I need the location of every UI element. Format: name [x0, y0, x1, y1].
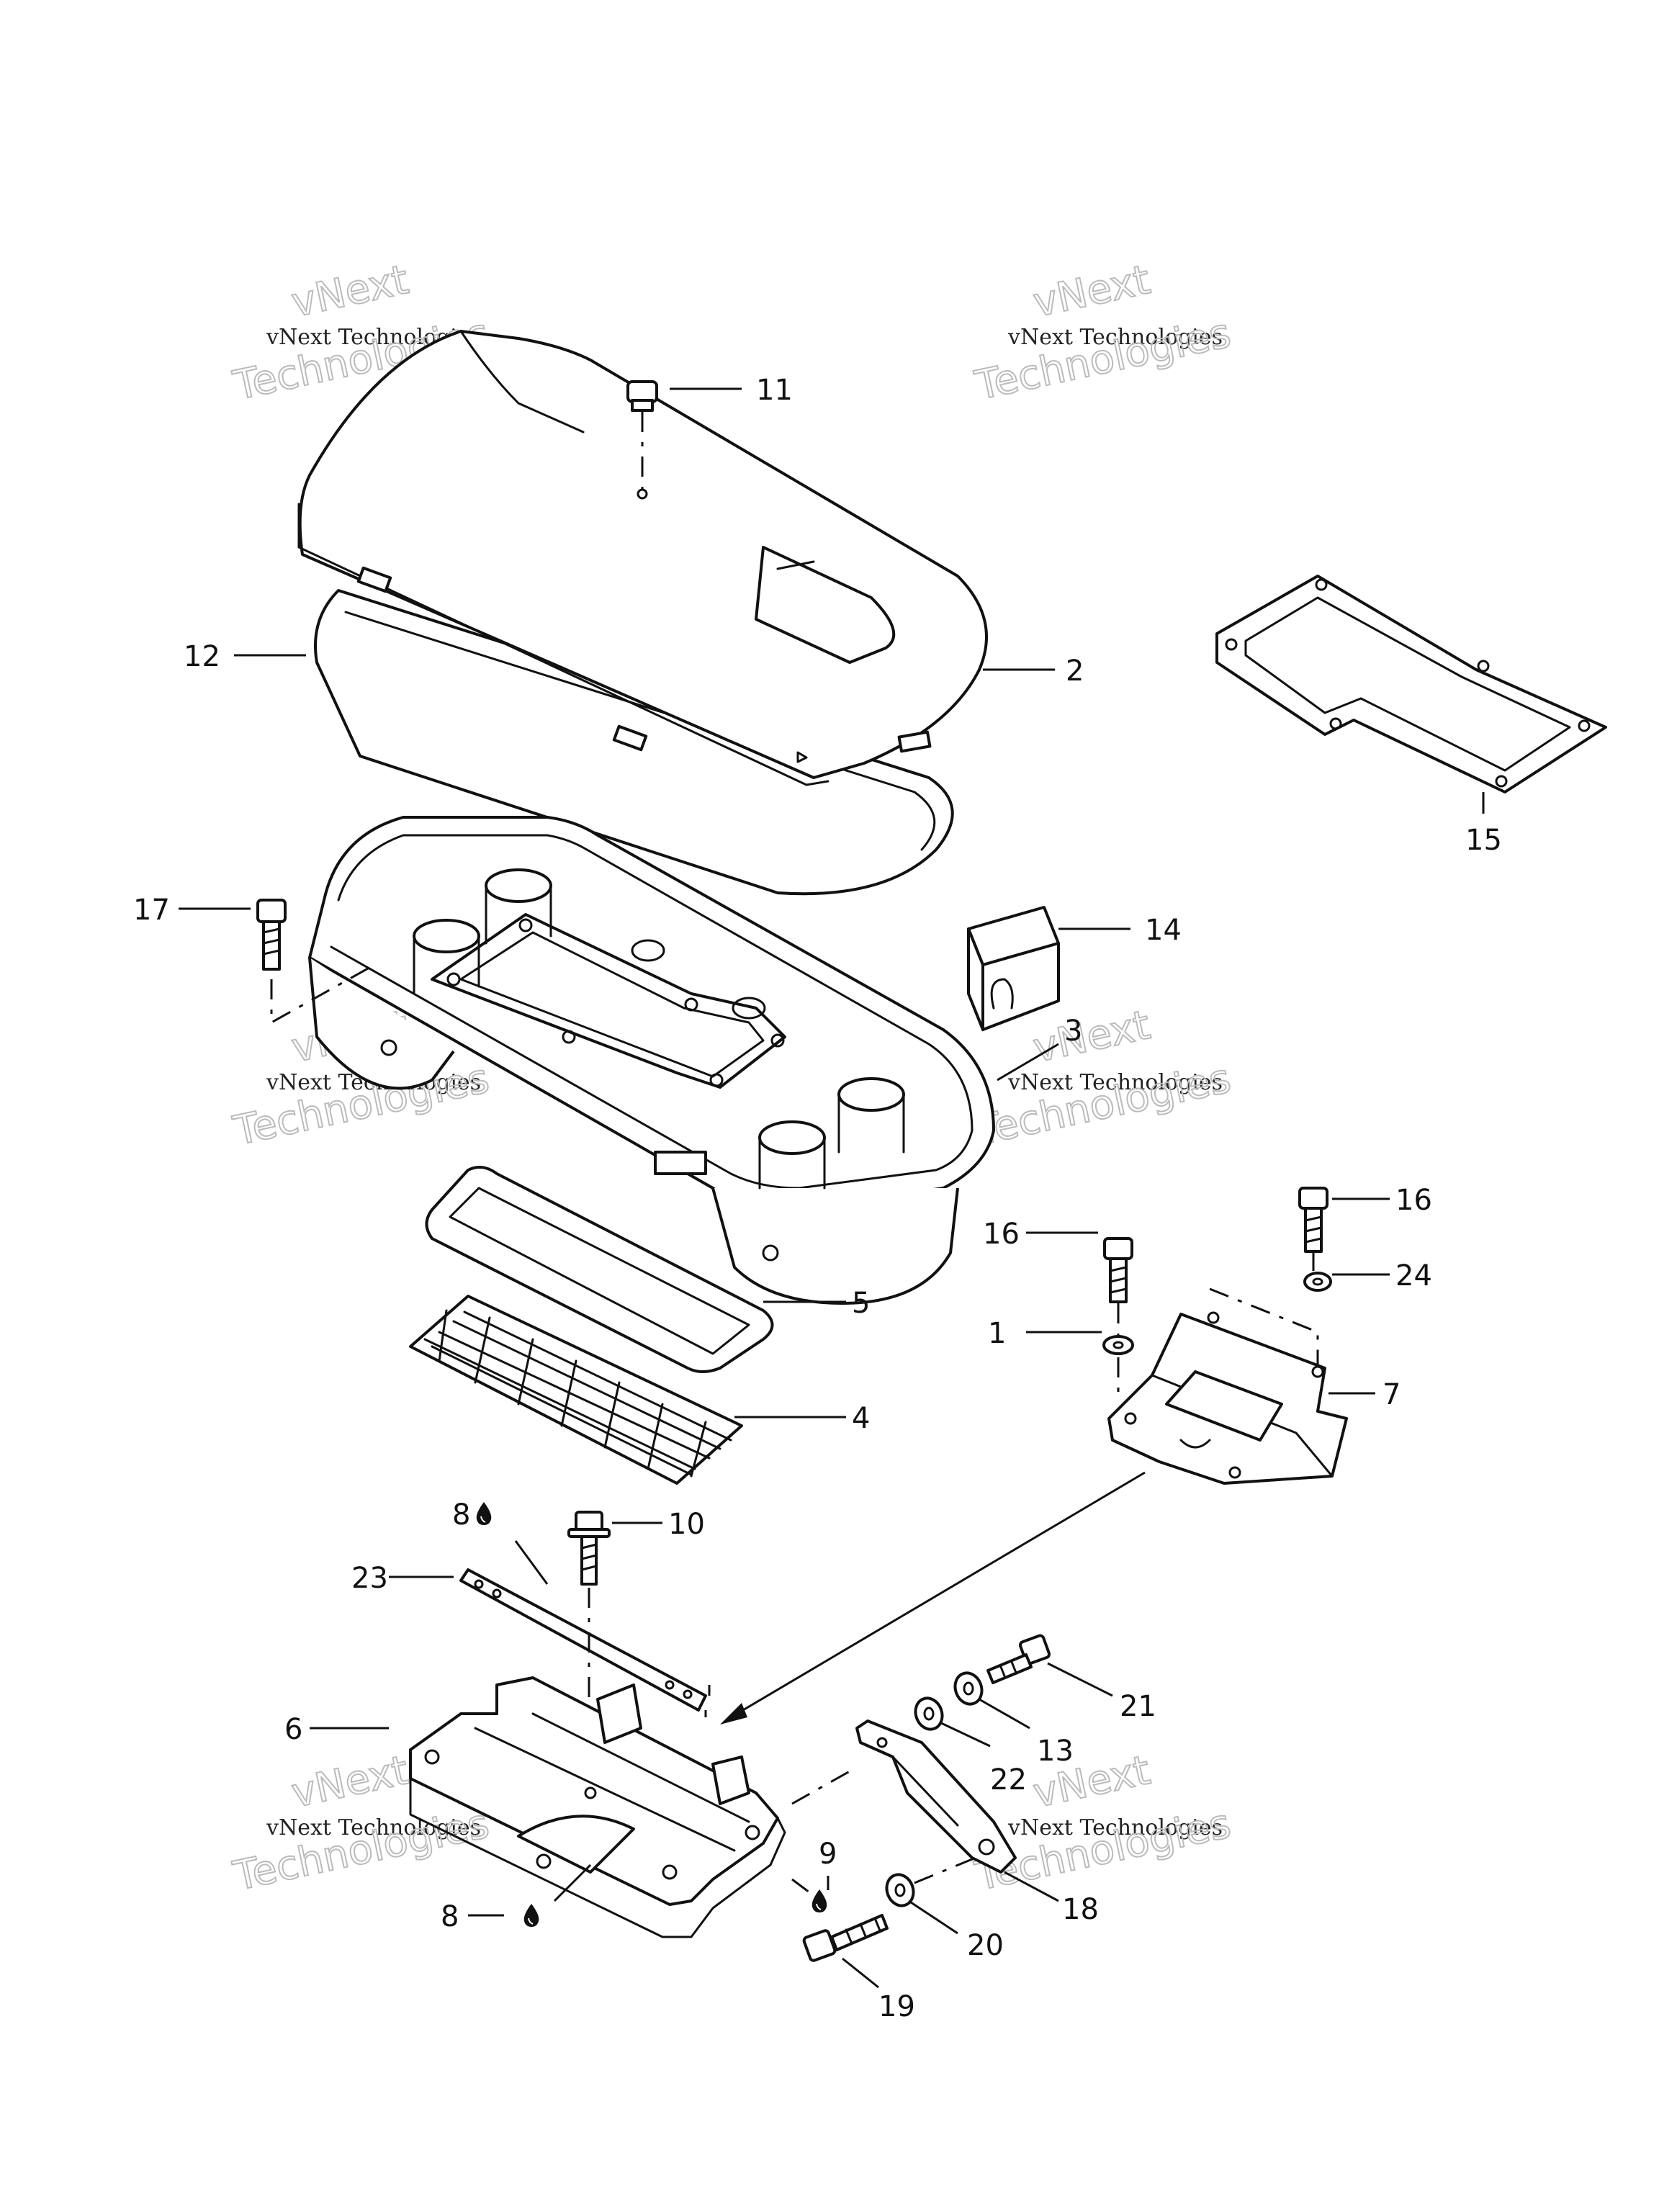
part-air-silencer-cover [297, 330, 988, 786]
callout-label: 7 [1382, 1378, 1401, 1411]
callout-labels: 11 2 12 15 17 14 3 16 16 24 5 1 7 4 8 10… [133, 374, 1502, 2023]
callout-label: 5 [852, 1287, 870, 1320]
callout-label: 3 [1064, 1015, 1082, 1048]
callout-label: 4 [852, 1402, 870, 1435]
svg-text:vNext: vNext [1029, 256, 1154, 327]
callout-label: 16 [1395, 1184, 1432, 1217]
callout-label: 14 [1145, 914, 1182, 947]
part-silencer-base [308, 816, 995, 1305]
part-gasket-rectangular [1215, 575, 1607, 793]
callout-label: 22 [990, 1763, 1027, 1797]
svg-text:vNext: vNext [1029, 1002, 1154, 1072]
callout-label: 20 [967, 1929, 1004, 1962]
assembly-arrow [720, 1471, 1146, 1725]
part-washer-20 [885, 1856, 976, 1907]
part-washer-22 [914, 1696, 944, 1731]
callout-label: 16 [983, 1218, 1020, 1251]
callout-label: 19 [878, 1990, 915, 2023]
oil-drop-icon [811, 1889, 827, 1912]
svg-text:vNext Technologies: vNext Technologies [1007, 1815, 1223, 1840]
part-mount-base [409, 1676, 786, 1938]
callout-label: 6 [284, 1713, 302, 1746]
callout-label: 24 [1395, 1259, 1432, 1292]
part-plug [626, 380, 658, 500]
watermark: vNext vNext Technologies Technologies [970, 256, 1235, 410]
part-washer-1 [1102, 1335, 1134, 1401]
callout-label: 17 [133, 894, 170, 927]
callout-label: 1 [988, 1317, 1006, 1350]
part-lock-washer-13 [953, 1671, 984, 1706]
callout-label: 21 [1120, 1690, 1156, 1723]
callout-label: 9 [819, 1838, 837, 1871]
leader-lines [179, 387, 1485, 1989]
part-bracket-plate [1107, 1287, 1348, 1485]
callout-label: 10 [668, 1508, 705, 1541]
part-gasket-inner [425, 1166, 774, 1373]
part-screw-16a [1103, 1237, 1133, 1336]
callout-label: 13 [1037, 1735, 1074, 1768]
callout-label: 18 [1062, 1893, 1099, 1926]
svg-text:vNext Technologies: vNext Technologies [1007, 325, 1223, 350]
svg-text:vNext Technologies: vNext Technologies [266, 1815, 481, 1840]
svg-text:vNext Technologies: vNext Technologies [1007, 1070, 1223, 1095]
oil-drop-icon [476, 1502, 492, 1525]
part-screen-mesh [409, 1295, 743, 1485]
svg-text:vNext: vNext [287, 1747, 413, 1817]
part-screw-left [256, 899, 375, 1025]
callout-label: 11 [756, 374, 793, 407]
callout-label: 15 [1465, 824, 1502, 857]
part-lock-washer-24 [1303, 1272, 1332, 1292]
callout-label: 2 [1066, 655, 1084, 688]
part-bracket-18 [791, 1719, 1017, 1874]
part-bolt-10 [567, 1511, 611, 1793]
watermark: vNext vNext Technologies Technologies [970, 1001, 1235, 1156]
part-clip [967, 906, 1060, 1031]
svg-text:vNext: vNext [287, 256, 413, 327]
callout-label: 8 [452, 1498, 470, 1532]
callout-label: 8 [441, 1900, 459, 1933]
part-screw-16b [1298, 1187, 1328, 1271]
callout-label: 12 [184, 640, 220, 673]
part-strip [459, 1568, 711, 1717]
part-bolt-19 [802, 1914, 889, 1962]
part-thread-locker-9 [791, 1878, 822, 1902]
oil-drop-icon [523, 1904, 539, 1927]
callout-label: 23 [351, 1562, 388, 1595]
part-bolt-21 [986, 1634, 1051, 1684]
